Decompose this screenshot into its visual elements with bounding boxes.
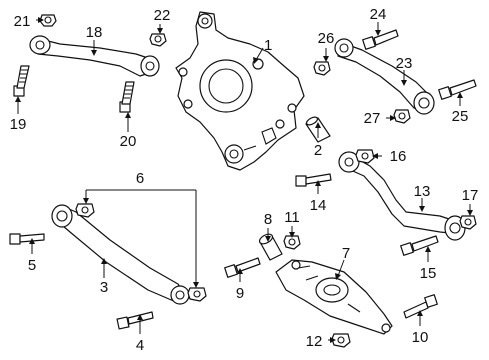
callout-11: 11 [284,209,300,226]
callout-10: 10 [412,329,429,346]
bolt-5-part [9,233,45,245]
callout-19: 19 [10,116,27,133]
callout-1: 1 [264,37,272,54]
spring-link-7-part [275,259,393,335]
bolt-14-part [295,173,332,187]
callout-20: 20 [120,133,137,150]
callout-15: 15 [420,265,437,282]
nut-11-part [283,235,301,250]
bolt-24-part [362,29,399,50]
callout-4: 4 [136,337,144,354]
upper-control-arm-part [29,35,160,77]
callout-3: 3 [100,279,108,296]
lateral-link-3-part [51,204,190,305]
nut-16-part [355,149,375,164]
nut-6b-part [187,287,207,302]
nut-22-part [149,33,167,47]
bolt-25-part [438,79,477,100]
nut-17-part [459,215,477,230]
leader-lines [15,17,473,343]
bolt-15-part [400,235,439,256]
callout-23: 23 [396,55,413,72]
bolt-19-part [13,65,30,97]
callout-16: 16 [390,148,407,165]
control-arm-23-part [334,38,435,115]
callout-9: 9 [236,285,244,302]
callout-18: 18 [86,24,103,41]
bolt-4-part [116,311,154,330]
callout-8: 8 [264,211,272,228]
callout-5: 5 [28,257,36,274]
callout-2: 2 [314,142,322,159]
callout-12: 12 [306,333,323,350]
callouts: 1 2 3 4 5 6 7 8 9 10 11 12 13 14 15 16 1… [10,6,479,354]
bolt-10-part [403,294,438,319]
callout-13: 13 [414,183,431,200]
callout-24: 24 [370,6,387,23]
callout-26: 26 [318,30,335,47]
callout-21: 21 [14,13,31,30]
nut-26-part [313,61,331,76]
nut-27-part [393,109,411,124]
bolt-9-part [224,257,261,278]
callout-6: 6 [136,170,144,187]
control-arm-13-part [338,151,466,241]
knuckle-part [175,11,305,171]
callout-7: 7 [342,245,350,262]
nut-6a-part [75,203,95,218]
callout-27: 27 [364,110,381,127]
bolt-20-part [119,81,135,113]
callout-22: 22 [154,7,171,24]
callout-25: 25 [452,108,469,125]
callout-17: 17 [462,187,479,204]
callout-14: 14 [310,197,327,214]
